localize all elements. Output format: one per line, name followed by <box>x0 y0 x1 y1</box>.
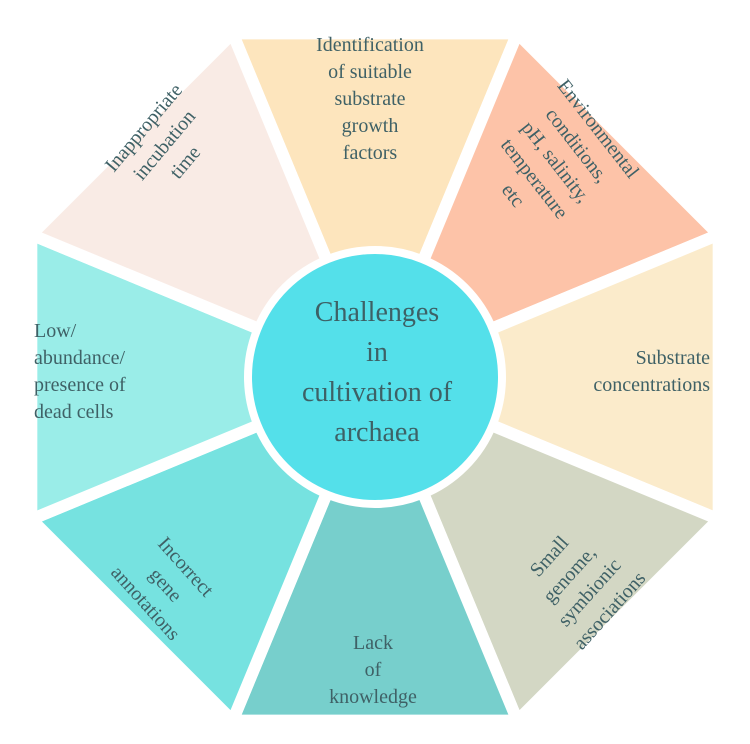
segment-label-identification: Identification of suitable substrate gro… <box>316 34 424 164</box>
center-circle <box>244 246 506 508</box>
segment-label-lack-of-knowledge: Lack of knowledge <box>329 632 417 708</box>
segment-label-substrate-concentrations: Substrate concentrations <box>593 347 710 396</box>
center-title: Challenges in cultivation of archaea <box>301 297 453 448</box>
segment-label-low-abundance: Low/ abundance/ presence of dead cells <box>34 320 126 423</box>
